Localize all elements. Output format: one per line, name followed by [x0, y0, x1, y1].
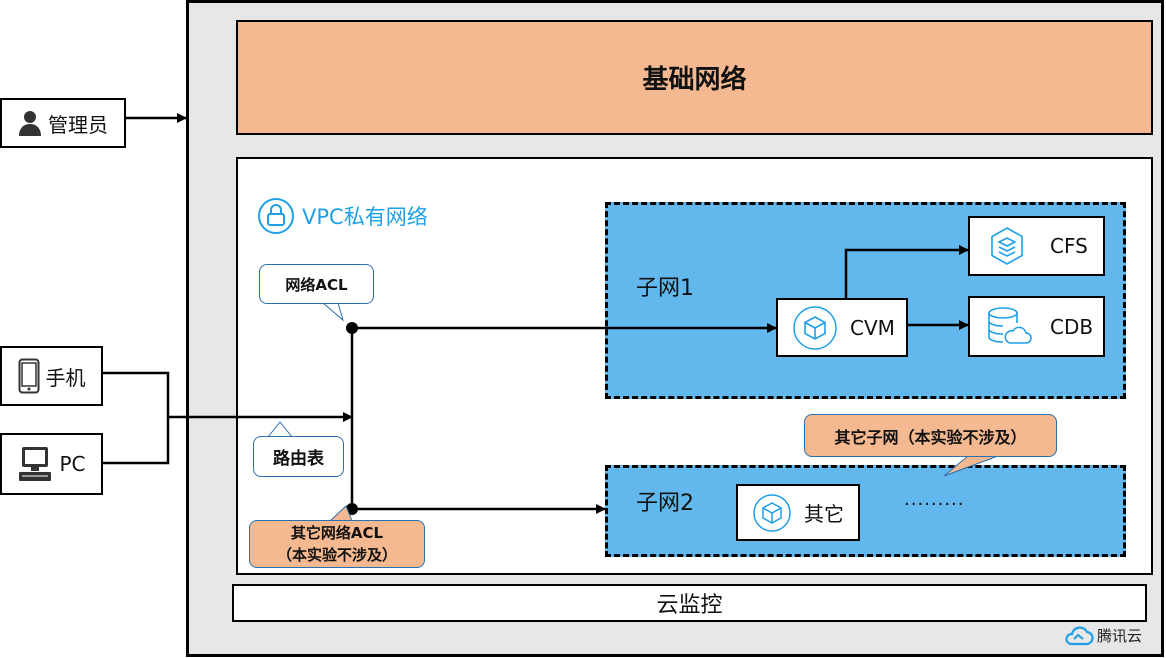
cfs-storage-icon: [991, 227, 1023, 265]
admin-box: 管理员: [0, 98, 126, 148]
other-node: 其它: [736, 484, 860, 541]
pc-label: PC: [59, 452, 86, 476]
lock-icon: [258, 198, 294, 234]
cloud-monitor-label: 云监控: [656, 593, 723, 618]
base-network-box: 基础网络: [236, 20, 1153, 135]
cloud-logo-icon: [1065, 626, 1094, 646]
vpc-title-text: VPC私有网络: [302, 205, 428, 229]
cvm-node: CVM: [776, 298, 908, 357]
cdb-node: CDB: [968, 296, 1105, 357]
cfs-label: CFS: [1050, 234, 1088, 258]
brand-name: 腾讯云: [1097, 626, 1143, 645]
other-acl-callout: 其它网络ACL （本实验不涉及）: [249, 520, 425, 568]
pc-box: PC: [0, 433, 103, 495]
acl-callout-pointer: [321, 302, 344, 322]
route-table-callout: 路由表: [253, 436, 344, 477]
other-acl-text-2: （本实验不涉及）: [276, 546, 397, 564]
database-cloud-icon: [988, 306, 1032, 344]
cvm-cube-icon: [793, 305, 837, 350]
other-subnets-callout-pointer: [943, 455, 999, 477]
ellipsis: ·········: [904, 494, 965, 515]
other-cube-icon: [753, 493, 791, 532]
vpc-title: VPC私有网络: [256, 196, 428, 236]
client-merge-line: [103, 371, 170, 465]
desktop-computer-icon: [19, 447, 52, 481]
user-icon: [19, 111, 41, 136]
subnet-1-label: 子网1: [636, 276, 694, 301]
mobile-phone-icon: [18, 358, 39, 394]
cfs-node: CFS: [968, 216, 1105, 276]
route-table-text: 路由表: [273, 449, 324, 469]
phone-label: 手机: [45, 365, 86, 390]
route-callout-pointer: [266, 421, 294, 438]
other-subnets-text: 其它子网（本实验不涉及）: [834, 427, 1027, 447]
admin-label: 管理员: [48, 112, 108, 137]
acl-callout-text: 网络ACL: [285, 275, 348, 294]
cvm-label: CVM: [850, 315, 895, 340]
other-acl-text-1: 其它网络ACL: [290, 524, 384, 542]
acl-callout: 网络ACL: [259, 264, 374, 304]
cvm-to-cfs-arrow: [844, 245, 969, 298]
other-label: 其它: [804, 502, 844, 526]
subnet-2-box: [605, 465, 1126, 557]
cdb-label: CDB: [1050, 314, 1094, 339]
subnet-2-label: 子网2: [636, 491, 694, 516]
base-network-label: 基础网络: [642, 65, 747, 95]
other-subnets-callout: 其它子网（本实验不涉及）: [804, 414, 1057, 457]
cloud-monitor-box: 云监控: [232, 584, 1147, 622]
tencent-cloud-brand: 腾讯云: [1064, 624, 1142, 646]
phone-box: 手机: [0, 346, 103, 406]
